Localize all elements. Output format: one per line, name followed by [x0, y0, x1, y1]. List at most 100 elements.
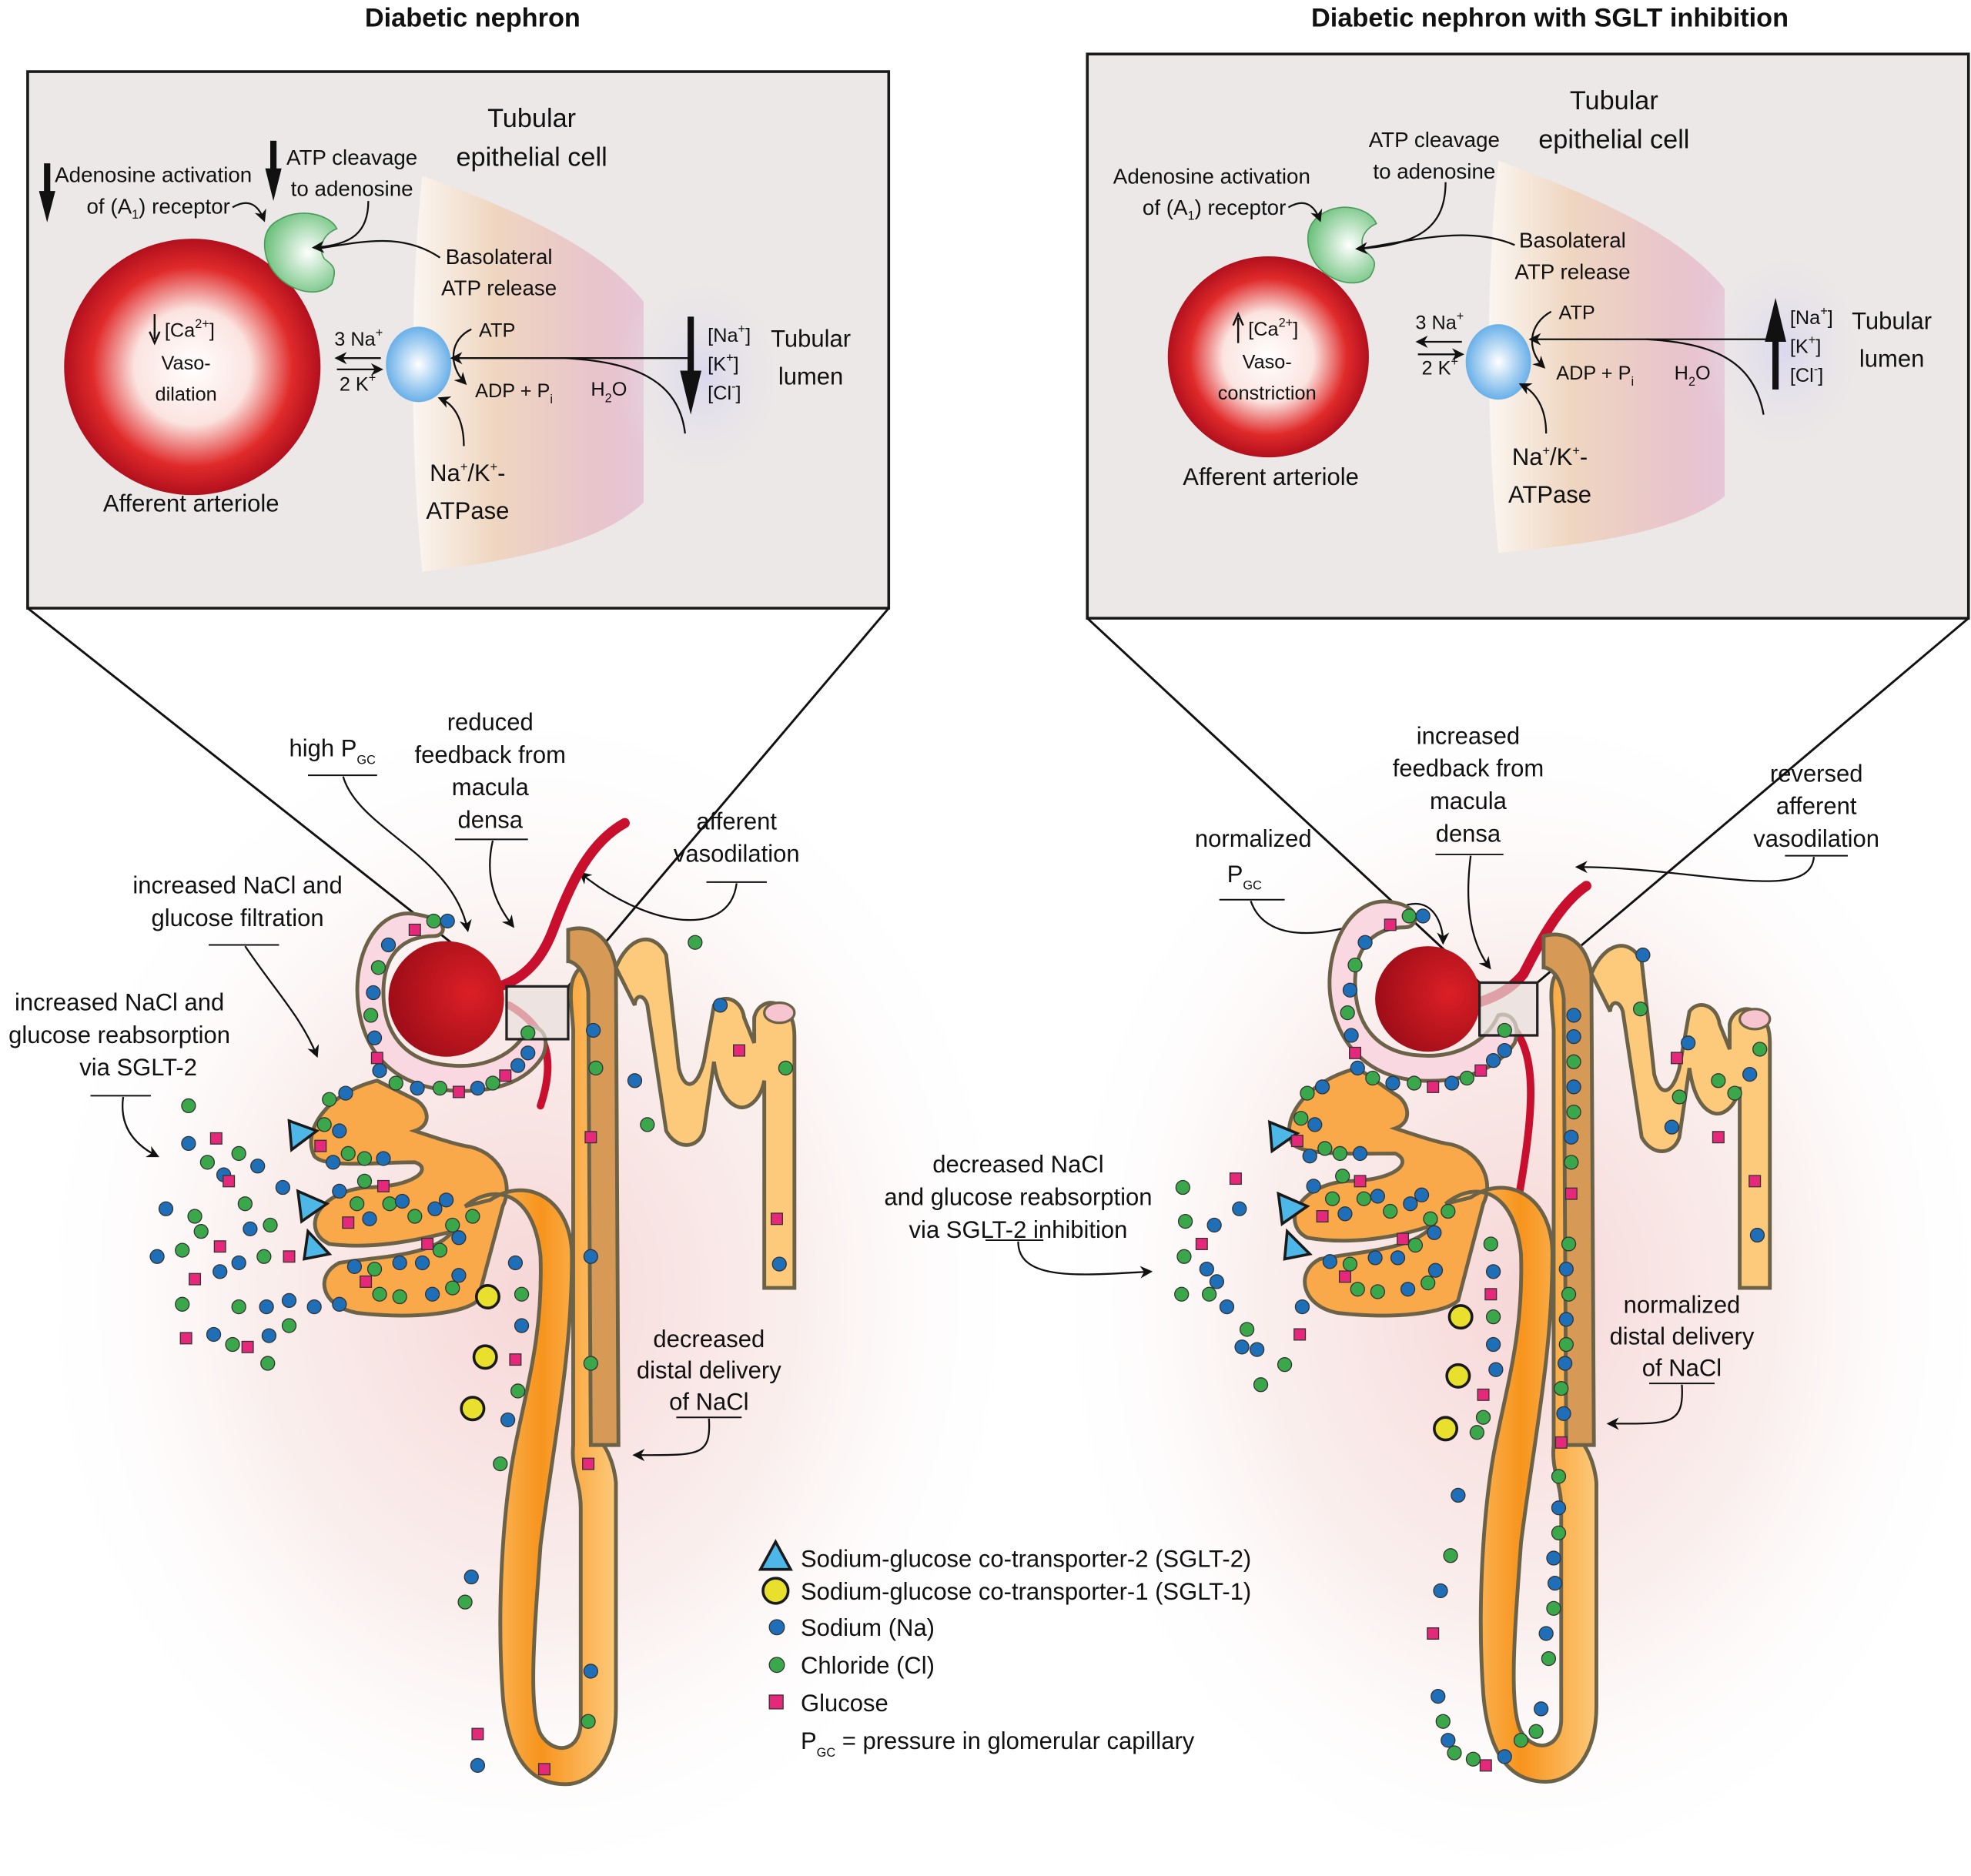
- lumen-glow: [616, 263, 792, 490]
- distal-arrow: [1606, 1384, 1683, 1430]
- chloride-particle: [263, 1217, 278, 1233]
- right-background-glow: [1043, 691, 1971, 1876]
- atp-cleavage-arrow: [1355, 182, 1447, 255]
- sodium-particle: [1566, 1079, 1581, 1095]
- chloride-particle: [1485, 1309, 1501, 1325]
- pump-label-arrow: [437, 396, 465, 446]
- chloride-particle: [1350, 1282, 1365, 1297]
- glucose-particle: [1397, 1232, 1410, 1246]
- ions-down-arrow-icon: [680, 370, 702, 415]
- chloride-particle: [1435, 1714, 1451, 1729]
- sglt1-transporter: [474, 1284, 500, 1310]
- sodium-particle: [583, 1249, 598, 1264]
- sodium-particle: [1199, 1261, 1214, 1277]
- ions-up-arrow-icon: [1765, 297, 1786, 342]
- chloride-particle: [260, 1356, 276, 1371]
- chloride-particle: [1513, 1733, 1529, 1748]
- glucose-particle: [342, 1216, 355, 1229]
- chloride-particle: [175, 1242, 190, 1258]
- sodium-particle: [1431, 1688, 1446, 1704]
- a1-receptor: [1307, 206, 1377, 284]
- sodium-particle: [463, 1569, 479, 1585]
- adenosine-down-arrow-icon: [38, 191, 55, 222]
- sglt2-transporter: [1267, 1119, 1300, 1154]
- glucose-particle: [376, 1179, 390, 1192]
- chloride-particle: [583, 1356, 598, 1371]
- sodium-particle: [1427, 1262, 1444, 1278]
- collecting-duct-opening: [763, 1001, 796, 1025]
- sodium-particle: [1564, 1129, 1579, 1145]
- chloride-particle: [322, 1092, 337, 1107]
- basolateral-arrow: [1360, 234, 1515, 250]
- sodium-particle: [438, 1192, 454, 1208]
- sodium-particle: [231, 1255, 246, 1271]
- glucose-particle: [1479, 1759, 1492, 1772]
- sodium-particle: [440, 913, 455, 929]
- chloride-particle: [510, 1383, 526, 1399]
- adp-label: ADP + Pi: [1556, 363, 1634, 389]
- glucose-particle: [179, 1332, 192, 1345]
- sodium-particle: [1302, 1149, 1317, 1164]
- afferent-vessel: [472, 818, 630, 998]
- glucose-particle: [1290, 1135, 1303, 1148]
- chloride-particle: [1541, 1650, 1557, 1667]
- chloride-particle: [237, 1196, 253, 1212]
- chloride-particle: [366, 1261, 383, 1277]
- glucose-particle: [1712, 1131, 1725, 1144]
- sodium-particle: [1635, 947, 1651, 963]
- sglt2-transporter: [1283, 1228, 1313, 1261]
- afferent-arteriole-label: Afferent arteriole: [103, 490, 279, 517]
- glucose-particle: [189, 1272, 202, 1286]
- chloride-particle: [1551, 1469, 1567, 1484]
- sodium-particle: [332, 1123, 347, 1139]
- legend-dot-blue-icon: [768, 1619, 785, 1636]
- chloride-particle: [1554, 1381, 1569, 1396]
- chloride-particle: [1711, 1073, 1726, 1088]
- glucose-particle: [733, 1044, 745, 1057]
- chloride-particle: [1356, 1191, 1372, 1206]
- sodium-particle: [281, 1292, 297, 1309]
- chloride-particle: [1566, 1054, 1581, 1069]
- chloride-particle: [1561, 1236, 1577, 1252]
- legend-label-chloride: Chloride (Cl): [801, 1652, 935, 1679]
- sodium-particle: [1294, 1299, 1310, 1315]
- legend-label-sglt2: Sodium-glucose co-transporter-2 (SGLT-2): [801, 1545, 1251, 1572]
- left-particles: [149, 913, 794, 1776]
- sglt2-transporter: [1277, 1191, 1310, 1227]
- sodium-particle: [1370, 1189, 1386, 1204]
- sodium-particle: [1350, 1060, 1365, 1076]
- sglt2-transporter: [302, 1228, 333, 1261]
- chloride-particle: [407, 1209, 423, 1224]
- sodium-particle: [181, 1135, 196, 1152]
- glucose-particle: [1564, 1187, 1578, 1200]
- atp-cleavage-arrow: [311, 201, 370, 253]
- vessel-state-label: Vaso-constriction: [1218, 351, 1317, 404]
- sodium-particle: [1664, 1119, 1680, 1135]
- sodium-particle: [332, 1183, 347, 1199]
- sodium-particle: [1322, 1254, 1337, 1269]
- sodium-particle: [149, 1249, 165, 1264]
- sodium-particle: [212, 1264, 228, 1279]
- sodium-particle: [1749, 1227, 1765, 1243]
- chloride-particle: [1421, 1275, 1436, 1291]
- chloride-particle: [1459, 1070, 1474, 1086]
- sodium-particle: [1485, 1053, 1501, 1068]
- sodium-particle: [372, 1063, 387, 1078]
- na-k-atpase-pump: [386, 326, 452, 403]
- sodium-particle: [338, 1085, 353, 1101]
- right-particles: [1174, 908, 1768, 1772]
- sodium-particle: [507, 1255, 524, 1271]
- glucose-particle: [421, 1237, 434, 1250]
- collecting-duct-opening: [1738, 1008, 1772, 1031]
- sodium-particle: [206, 1326, 222, 1343]
- sodium-particle: [1390, 1250, 1406, 1266]
- atp-cleavage-down-arrow-shaft: [270, 140, 277, 172]
